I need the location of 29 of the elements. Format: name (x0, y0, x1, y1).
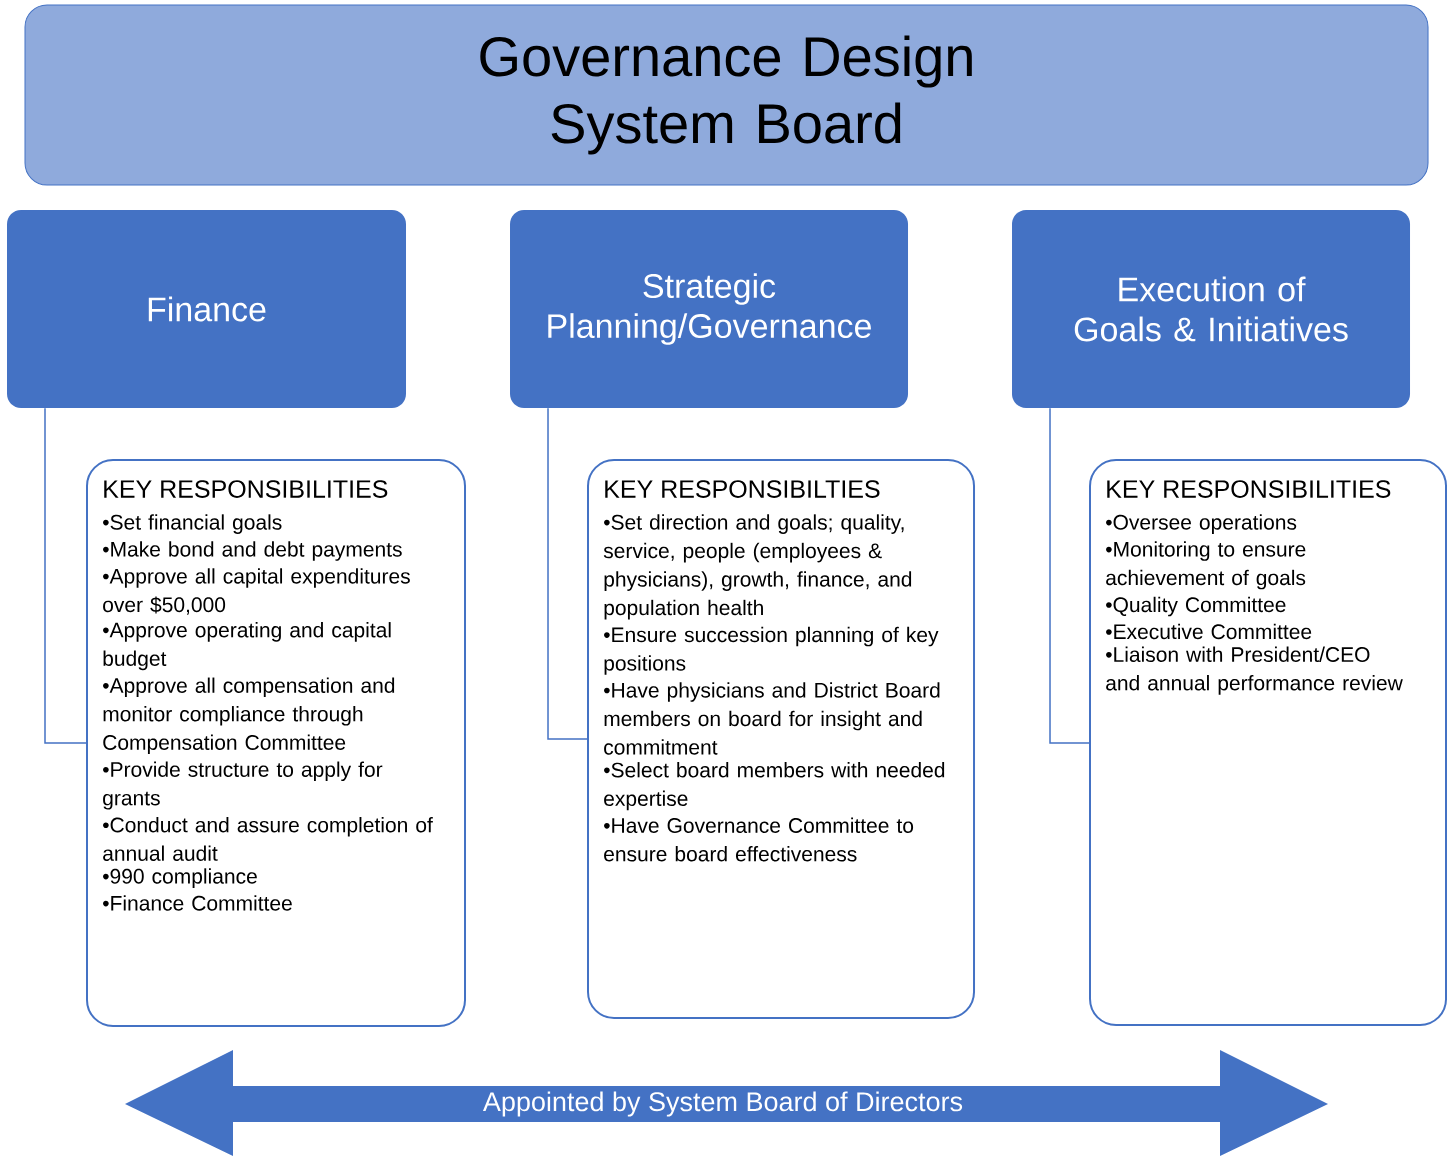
title-banner: Governance Design System Board (24, 4, 1429, 186)
category-box: Finance (7, 210, 406, 408)
bullet-item: •Executive Committee (1106, 623, 1312, 640)
list-heading: KEY RESPONSIBILTIES (605, 480, 880, 498)
list-heading: KEY RESPONSIBILITIES (1107, 480, 1391, 498)
category-box: Strategic Planning/Governance (510, 210, 908, 408)
bullet-item: •Approve all capital expenditures over $50,000 (103, 568, 410, 615)
bullet-item: •Quality Committee (1106, 596, 1286, 617)
bullet-item: •Make bond and debt payments (103, 541, 402, 561)
bullet-item: •Monitoring to ensure achievement of goals (1106, 541, 1306, 590)
bullet-item: •Have physicians and District Board members on board for insight and commitment (604, 682, 940, 755)
connector-line (1049, 407, 1090, 744)
bullet-item: •Select board members with needed expertise (604, 762, 945, 811)
bullet-item: •Set direction and goals; quality, service, people (employees & physicians), growth, finance, and population health (603, 514, 912, 620)
bullet-item: •Conduct and assure completion of annual audit (103, 817, 433, 861)
bullet-item: •Oversee operations (1106, 514, 1297, 534)
bullet-item: •Liaison with President/CEO and annual performance review (1106, 646, 1403, 695)
bullet-item: •Set financial goals (103, 514, 282, 534)
list-heading: KEY RESPONSIBILITIES (104, 480, 388, 498)
connector-line (44, 407, 87, 744)
bullet-item: •Approve all compensation and monitor compliance through Compensation Committee (103, 677, 395, 755)
bullet-item: •Ensure succession planning of key positions (604, 626, 939, 675)
bullet-item: •990 compliance (103, 868, 257, 888)
connector-line (547, 407, 588, 740)
category-box: Execution of Goals & Initiatives (1012, 210, 1410, 408)
bullet-item: •Approve operating and capital budget (103, 622, 391, 671)
bullet-item: •Have Governance Committee to ensure board effectiveness (604, 817, 914, 862)
bullet-item: •Finance Committee (103, 895, 292, 911)
bullet-item: •Provide structure to apply for grants (103, 761, 383, 810)
